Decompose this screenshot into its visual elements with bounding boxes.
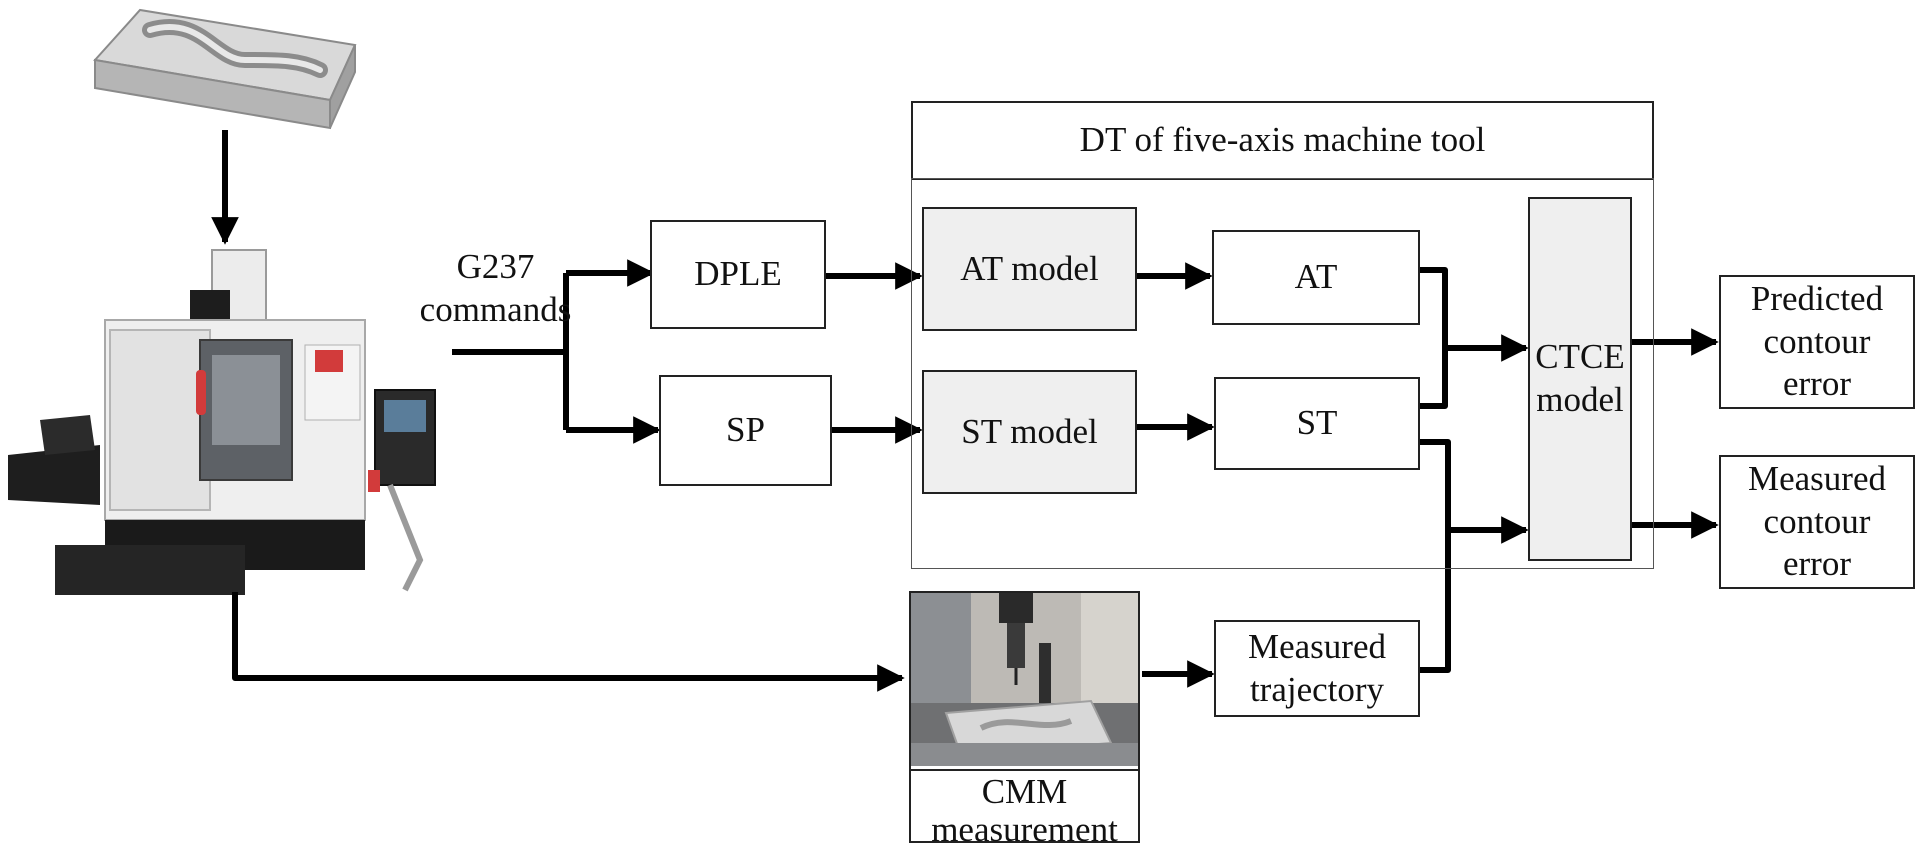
dple-block: DPLE bbox=[650, 220, 826, 329]
machine-tool-image bbox=[8, 249, 436, 595]
at-label: AT bbox=[1294, 257, 1338, 297]
cmm-photo bbox=[911, 593, 1138, 766]
at-model-label: AT model bbox=[960, 248, 1099, 288]
dt-group-title-text: DT of five-axis machine tool bbox=[1079, 120, 1486, 160]
cmm-label: CMM measurement bbox=[911, 769, 1138, 849]
ctce-block: CTCE model bbox=[1528, 197, 1632, 561]
machine-illustration bbox=[8, 8, 436, 595]
predicted-label: Predicted contour error bbox=[1750, 278, 1884, 404]
dt-group-title: DT of five-axis machine tool bbox=[911, 101, 1654, 180]
st-model-label: ST model bbox=[961, 411, 1098, 451]
measured-error-label: Measured contour error bbox=[1747, 458, 1886, 584]
measured-contour-error-block: Measured contour error bbox=[1719, 455, 1915, 589]
workpiece-image bbox=[93, 8, 357, 130]
dple-label: DPLE bbox=[694, 254, 782, 294]
sp-block: SP bbox=[659, 375, 832, 486]
cmm-block: CMM measurement bbox=[909, 591, 1140, 848]
st-label: ST bbox=[1296, 403, 1338, 443]
at-block: AT bbox=[1212, 230, 1420, 325]
input-label: G237 commands bbox=[419, 247, 572, 329]
ctce-label: CTCE model bbox=[1535, 337, 1625, 419]
st-block: ST bbox=[1214, 377, 1420, 470]
dt-group-body bbox=[911, 178, 1654, 569]
st-model-block: ST model bbox=[922, 370, 1137, 494]
measured-trajectory-label: Measured trajectory bbox=[1247, 626, 1386, 709]
measured-trajectory-block: Measured trajectory bbox=[1214, 620, 1420, 717]
sp-label: SP bbox=[726, 410, 765, 450]
at-model-block: AT model bbox=[922, 207, 1137, 331]
predicted-contour-error-block: Predicted contour error bbox=[1719, 275, 1915, 409]
line-st-measured-merge bbox=[1420, 439, 1451, 673]
line-at-st-merge bbox=[1420, 267, 1448, 409]
arrow-machine-to-cmm bbox=[232, 592, 905, 692]
